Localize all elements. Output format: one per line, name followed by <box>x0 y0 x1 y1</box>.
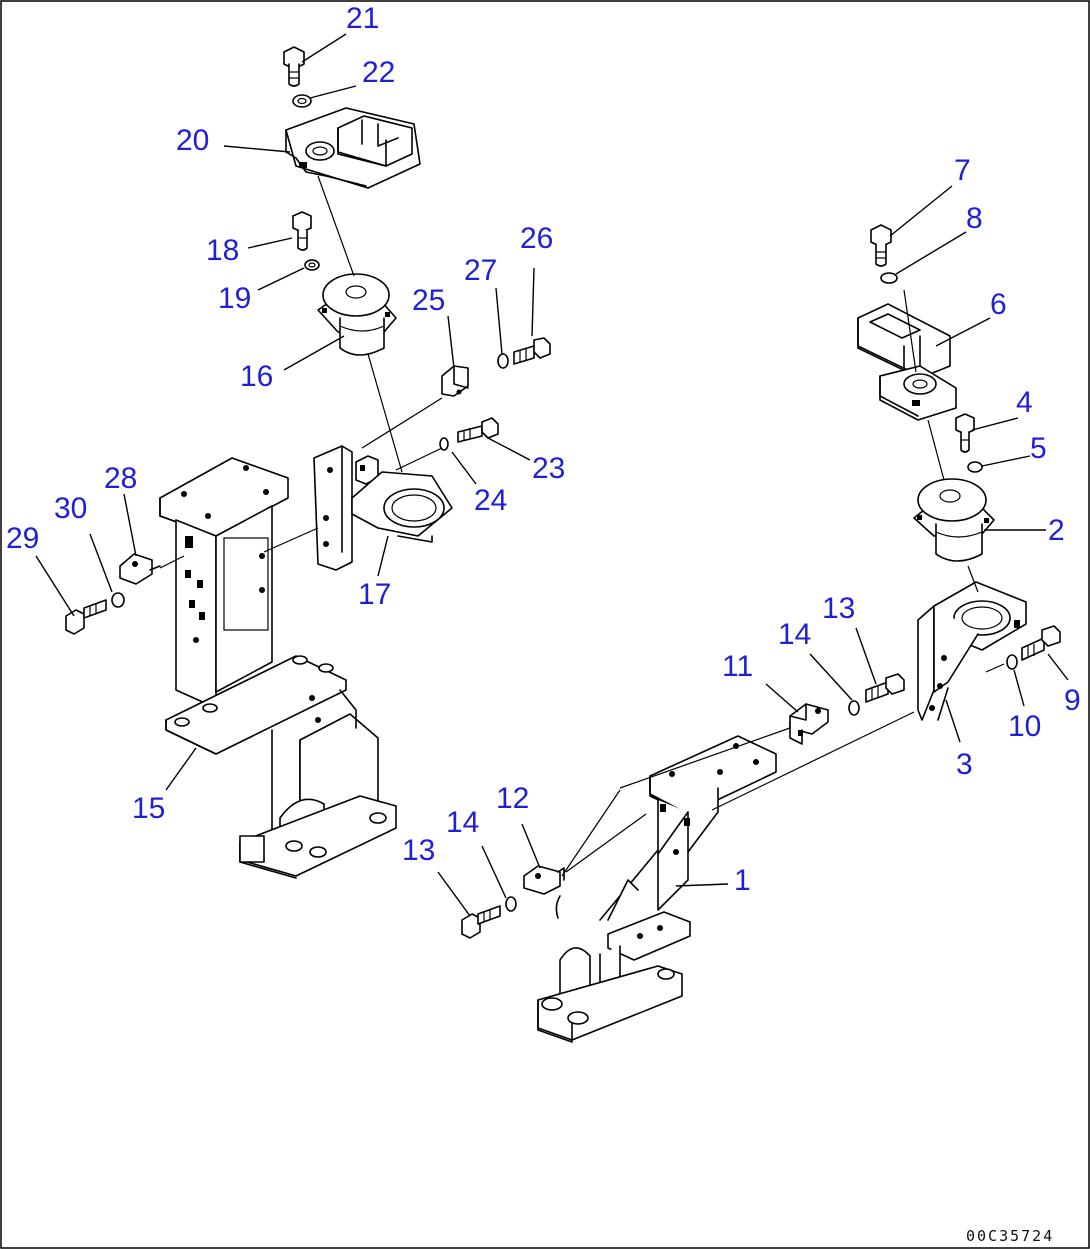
callout-24: 24 <box>474 484 507 517</box>
part-14-washer-lower <box>505 896 517 912</box>
callout-11: 11 <box>722 650 753 683</box>
part-16-rubber-mount <box>317 273 397 356</box>
callout-29: 29 <box>6 522 39 555</box>
callout-14-lower: 14 <box>446 806 479 839</box>
callout-19: 19 <box>218 282 251 315</box>
callout-labels: 21 22 20 18 19 16 25 27 26 23 24 17 28 3… <box>6 2 1081 897</box>
callout-5: 5 <box>1030 432 1047 465</box>
callout-20: 20 <box>176 124 209 157</box>
part-7-bolt <box>870 224 892 267</box>
part-8-washer <box>880 272 898 284</box>
part-15-frame-left <box>159 457 397 879</box>
part-30-washer <box>111 592 125 608</box>
part-28-clip <box>119 553 161 585</box>
callout-30: 30 <box>54 492 87 525</box>
part-5-washer <box>967 461 983 473</box>
part-27-washer <box>497 353 509 369</box>
part-6-mount-bracket <box>857 303 957 421</box>
callout-18: 18 <box>206 234 239 267</box>
part-1-frame-right <box>537 735 777 1043</box>
part-21-bolt <box>283 46 305 87</box>
part-20-mount-bracket <box>285 107 421 189</box>
callout-2: 2 <box>1048 514 1065 547</box>
callout-8: 8 <box>966 202 983 235</box>
part-24-washer <box>439 437 449 451</box>
callout-4: 4 <box>1016 386 1033 419</box>
callout-1: 1 <box>734 864 751 897</box>
callout-3: 3 <box>956 748 973 781</box>
callout-28: 28 <box>104 462 137 495</box>
callout-17: 17 <box>358 578 391 611</box>
part-19-washer <box>304 259 320 271</box>
callout-14-upper: 14 <box>778 618 811 651</box>
callout-6: 6 <box>990 288 1007 321</box>
callout-27: 27 <box>464 254 497 287</box>
part-14-washer-upper <box>848 700 860 716</box>
callout-22: 22 <box>362 56 395 89</box>
part-29-bolt <box>65 599 107 635</box>
callout-16: 16 <box>240 360 273 393</box>
leader-lines <box>35 33 1069 917</box>
callout-13-upper: 13 <box>822 592 855 625</box>
part-13-bolt-upper <box>865 673 905 703</box>
part-25-clamp <box>441 365 469 397</box>
part-2-rubber-mount <box>913 478 995 562</box>
callout-13-lower: 13 <box>402 834 435 867</box>
part-26-bolt <box>513 337 551 365</box>
callout-7: 7 <box>954 154 971 187</box>
drawing-id: 00C35724 <box>966 1227 1054 1245</box>
callout-15: 15 <box>132 792 165 825</box>
callout-12: 12 <box>496 782 529 815</box>
part-18-bolt <box>292 211 312 251</box>
callout-9: 9 <box>1064 684 1081 717</box>
assembly-lines <box>159 175 1005 877</box>
part-13-bolt-lower <box>461 905 501 939</box>
callout-26: 26 <box>520 222 553 255</box>
callout-25: 25 <box>412 284 445 317</box>
part-9-bolt <box>1021 625 1061 661</box>
part-22-washer <box>292 94 312 108</box>
callout-23: 23 <box>532 452 565 485</box>
callout-10: 10 <box>1008 710 1041 743</box>
part-12-clip <box>523 865 565 895</box>
callout-21: 21 <box>346 2 379 35</box>
part-10-washer <box>1006 654 1018 670</box>
part-3-mount-bracket <box>917 581 1027 721</box>
part-17-mount-bracket <box>313 445 453 571</box>
part-23-bolt <box>457 417 499 443</box>
